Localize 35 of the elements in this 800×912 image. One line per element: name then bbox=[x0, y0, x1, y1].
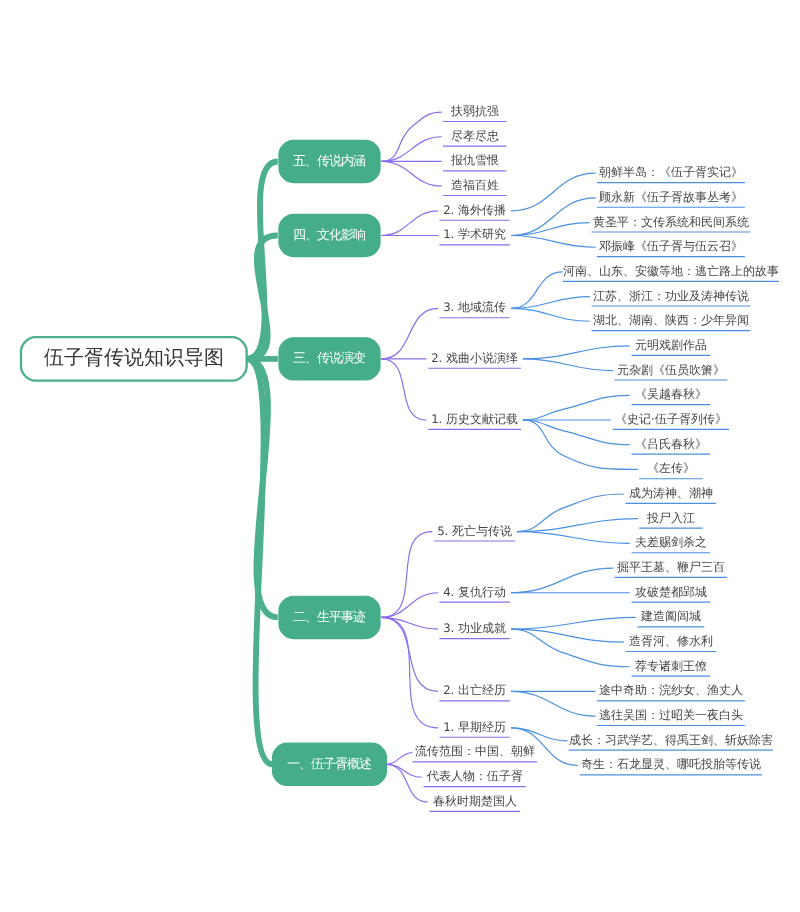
connector bbox=[246, 231, 279, 361]
connector bbox=[380, 615, 439, 692]
connector bbox=[510, 233, 597, 247]
connector bbox=[510, 615, 637, 629]
connector bbox=[522, 393, 631, 420]
connector bbox=[510, 171, 597, 211]
connector bbox=[380, 530, 433, 617]
connector bbox=[510, 689, 597, 716]
connector bbox=[380, 110, 443, 162]
node-box: 伍子胥传说知识导图 bbox=[19, 334, 248, 381]
connector bbox=[510, 591, 631, 593]
connector bbox=[245, 157, 279, 361]
connector bbox=[246, 354, 278, 361]
connector bbox=[380, 159, 443, 186]
connector bbox=[516, 530, 631, 543]
connector bbox=[245, 355, 279, 620]
connector bbox=[510, 627, 631, 667]
connector bbox=[510, 295, 591, 308]
connector bbox=[380, 357, 428, 359]
connector bbox=[380, 357, 428, 420]
connector bbox=[522, 357, 614, 371]
connector bbox=[385, 762, 429, 802]
connector bbox=[380, 615, 439, 728]
connector bbox=[510, 270, 564, 308]
connector bbox=[380, 209, 439, 236]
connector bbox=[522, 418, 612, 420]
connector bbox=[385, 750, 413, 764]
connector bbox=[380, 135, 443, 162]
connector bbox=[522, 418, 639, 469]
connector bbox=[380, 233, 439, 236]
connector bbox=[510, 726, 579, 766]
connector bbox=[510, 306, 591, 321]
connector bbox=[380, 591, 439, 617]
connector bbox=[522, 418, 631, 445]
connector bbox=[380, 306, 439, 359]
